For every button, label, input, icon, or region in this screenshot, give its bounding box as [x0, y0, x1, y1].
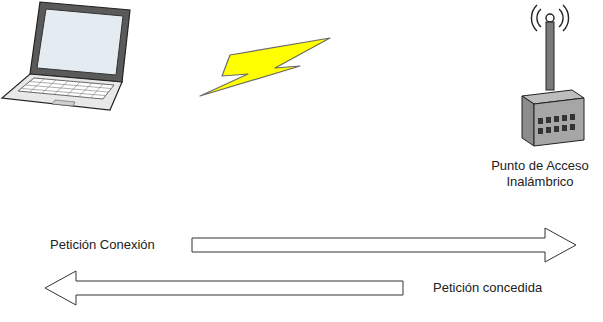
access-point-side	[522, 96, 534, 146]
access-point-illustration	[522, 5, 584, 146]
laptop-touchpad	[52, 100, 75, 106]
antenna	[546, 22, 554, 90]
radio-wave	[563, 5, 569, 31]
antenna-tip	[546, 14, 554, 22]
access-point-front	[534, 98, 584, 146]
laptop-keyboard	[18, 78, 114, 99]
message-label: Petición concedida	[433, 280, 593, 296]
device-label: Punto de Acceso Inalámbrico	[485, 158, 595, 190]
radio-wave	[559, 9, 563, 27]
access-point-ports	[538, 114, 575, 134]
hollow-arrow-right	[192, 228, 576, 262]
laptop-base	[2, 74, 122, 110]
laptop-screen	[37, 9, 123, 75]
radio-wave	[537, 9, 541, 27]
keyboard-keys	[22, 79, 111, 98]
radio-wave	[531, 5, 537, 31]
laptop-lid	[30, 2, 130, 82]
message-label: Petición Conexión	[50, 237, 190, 253]
hollow-arrow-left	[45, 271, 403, 305]
wireless-bolt	[200, 38, 330, 96]
laptop-illustration	[2, 2, 130, 110]
